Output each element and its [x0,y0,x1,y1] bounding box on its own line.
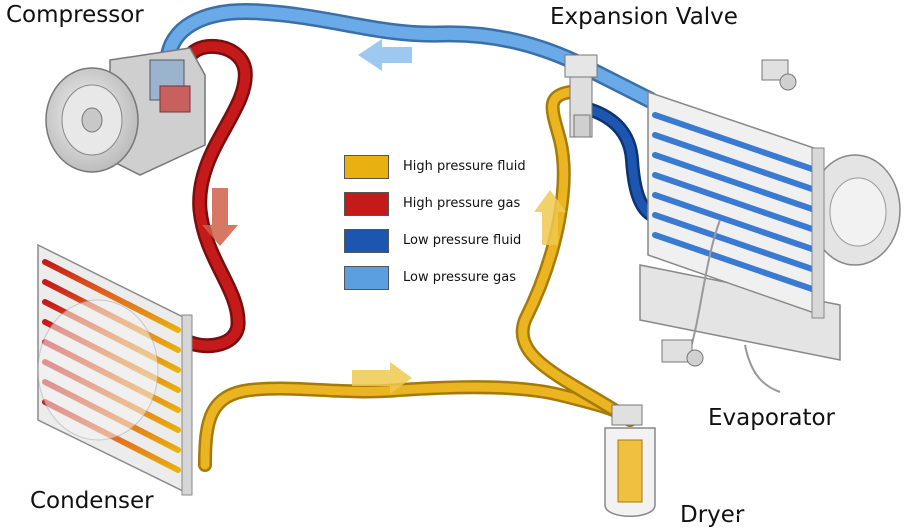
compressor-illustration [45,47,206,176]
evaporator-label: Evaporator [708,405,836,431]
flow-arrow-high-fluid-up [534,190,566,245]
flow-arrow-high-fluid-right [352,362,412,394]
expansion-valve-label: Expansion Valve [550,4,738,30]
condenser-label: Condenser [30,488,154,514]
legend-swatch [344,191,389,216]
flow-arrow-high-gas [202,188,238,246]
dryer-label: Dryer [680,502,745,528]
legend-label: Low pressure fluid [403,233,522,248]
legend-swatch [344,265,389,290]
evaporator-illustration [639,59,901,393]
legend-label: High pressure fluid [403,159,526,174]
legend-swatch [344,228,389,253]
flow-arrow-low-gas [358,39,412,71]
legend-label: High pressure gas [403,196,521,211]
legend-item: Low pressure fluid [344,222,526,259]
legend-item: High pressure gas [344,185,526,222]
legend-item: High pressure fluid [344,148,526,185]
legend-item: Low pressure gas [344,259,526,296]
dryer-illustration [604,404,656,517]
high-pressure-fluid-pipe-2 [515,85,637,427]
legend-label: Low pressure gas [403,270,517,285]
watermark: CSDN @WINDHILL风丘科技 [731,513,902,528]
legend-swatch [344,154,389,179]
condenser-illustration [37,243,193,496]
expansion-valve-illustration [564,54,598,138]
compressor-label: Compressor [6,2,144,28]
